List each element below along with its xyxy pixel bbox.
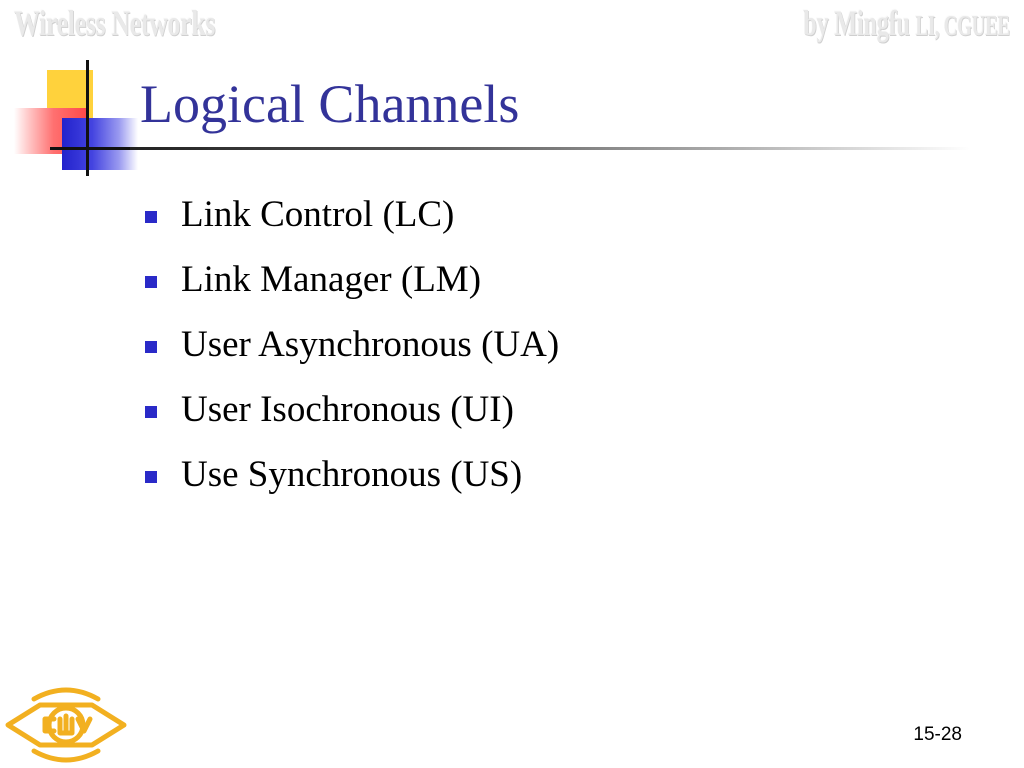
cgu-university-seal-icon	[5, 687, 127, 763]
course-watermark: Wireless Networks	[14, 3, 215, 43]
slide-title: Logical Channels	[140, 74, 520, 134]
list-item: User Isochronous (UI)	[145, 377, 559, 442]
bullet-list: Link Control (LC) Link Manager (LM) User…	[145, 182, 559, 507]
bullet-text: Link Manager (LM)	[181, 259, 482, 300]
decor-vertical-line	[86, 60, 89, 176]
bullet-text: User Asynchronous (UA)	[181, 324, 560, 365]
square-bullet-icon	[145, 340, 157, 353]
list-item: Link Manager (LM)	[145, 247, 559, 312]
author-suffix: LI, CGUEE	[915, 11, 1011, 42]
title-decoration	[0, 0, 150, 180]
list-item: Link Control (LC)	[145, 182, 559, 247]
square-bullet-icon	[145, 470, 157, 483]
author-prefix: by Mingfu	[803, 3, 910, 43]
decor-blue-square	[62, 118, 138, 170]
list-item: User Asynchronous (UA)	[145, 312, 559, 377]
bullet-text: Link Control (LC)	[181, 194, 455, 235]
page-number: 15-28	[913, 724, 962, 745]
square-bullet-icon	[145, 405, 157, 418]
bullet-text: Use Synchronous (US)	[181, 454, 523, 495]
title-underline	[130, 147, 970, 150]
square-bullet-icon	[145, 275, 157, 288]
decor-horizontal-line	[50, 147, 140, 150]
author-watermark: by Mingfu LI, CGUEE	[803, 2, 1010, 44]
square-bullet-icon	[145, 210, 157, 223]
bullet-text: User Isochronous (UI)	[181, 389, 514, 430]
list-item: Use Synchronous (US)	[145, 442, 559, 507]
